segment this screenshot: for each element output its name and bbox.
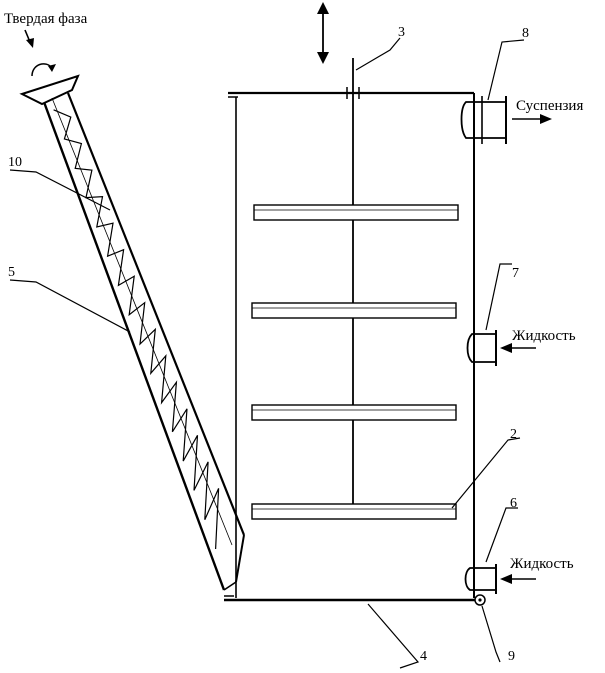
- paddle-blade-1: [254, 205, 458, 220]
- leader-8: [488, 40, 524, 100]
- part-number-2: 2: [510, 427, 517, 442]
- part-number-6: 6: [510, 496, 517, 511]
- leader-4: [368, 604, 418, 668]
- suspension-label: Суспензия: [516, 98, 583, 114]
- nozzle-8-outlet: [462, 96, 507, 144]
- leader-9: [482, 606, 500, 662]
- solid-phase-label: Твердая фаза: [4, 11, 88, 27]
- screw-conveyor-tube: [44, 93, 244, 590]
- paddle-blade-2: [252, 303, 456, 318]
- leader-6: [486, 508, 518, 562]
- leader-7: [486, 264, 512, 330]
- solid-feed-arrow-icon: [25, 30, 34, 48]
- nozzle-6-inlet: [466, 564, 497, 594]
- part-number-10: 10: [8, 155, 22, 170]
- rotation-arrow-icon: [32, 64, 56, 76]
- drain-valve-9: [475, 595, 485, 605]
- paddle-blade-4: [252, 504, 456, 519]
- leader-3: [356, 38, 400, 70]
- nozzle-7-inlet: [468, 330, 497, 366]
- part-number-7: 7: [512, 266, 519, 281]
- liquid-label-6: Жидкость: [510, 556, 574, 572]
- part-number-3: 3: [398, 25, 405, 40]
- part-number-4: 4: [420, 649, 427, 664]
- vertical-motion-arrow-icon: [317, 2, 329, 64]
- liquid-label-7: Жидкость: [512, 328, 576, 344]
- agitator-shaft: [347, 58, 359, 510]
- paddle-blade-3: [252, 405, 456, 420]
- part-number-9: 9: [508, 649, 515, 664]
- auger-screw: [54, 110, 219, 549]
- part-number-5: 5: [8, 265, 15, 280]
- leader-lines: [10, 38, 524, 668]
- vessel: [224, 93, 478, 600]
- liquid-inlet-7-arrow-icon: [500, 343, 536, 353]
- liquid-inlet-6-arrow-icon: [500, 574, 536, 584]
- auger-axis: [52, 98, 232, 545]
- part-number-8: 8: [522, 26, 529, 41]
- paddle-blades: [252, 205, 458, 519]
- suspension-arrow-icon: [512, 114, 552, 124]
